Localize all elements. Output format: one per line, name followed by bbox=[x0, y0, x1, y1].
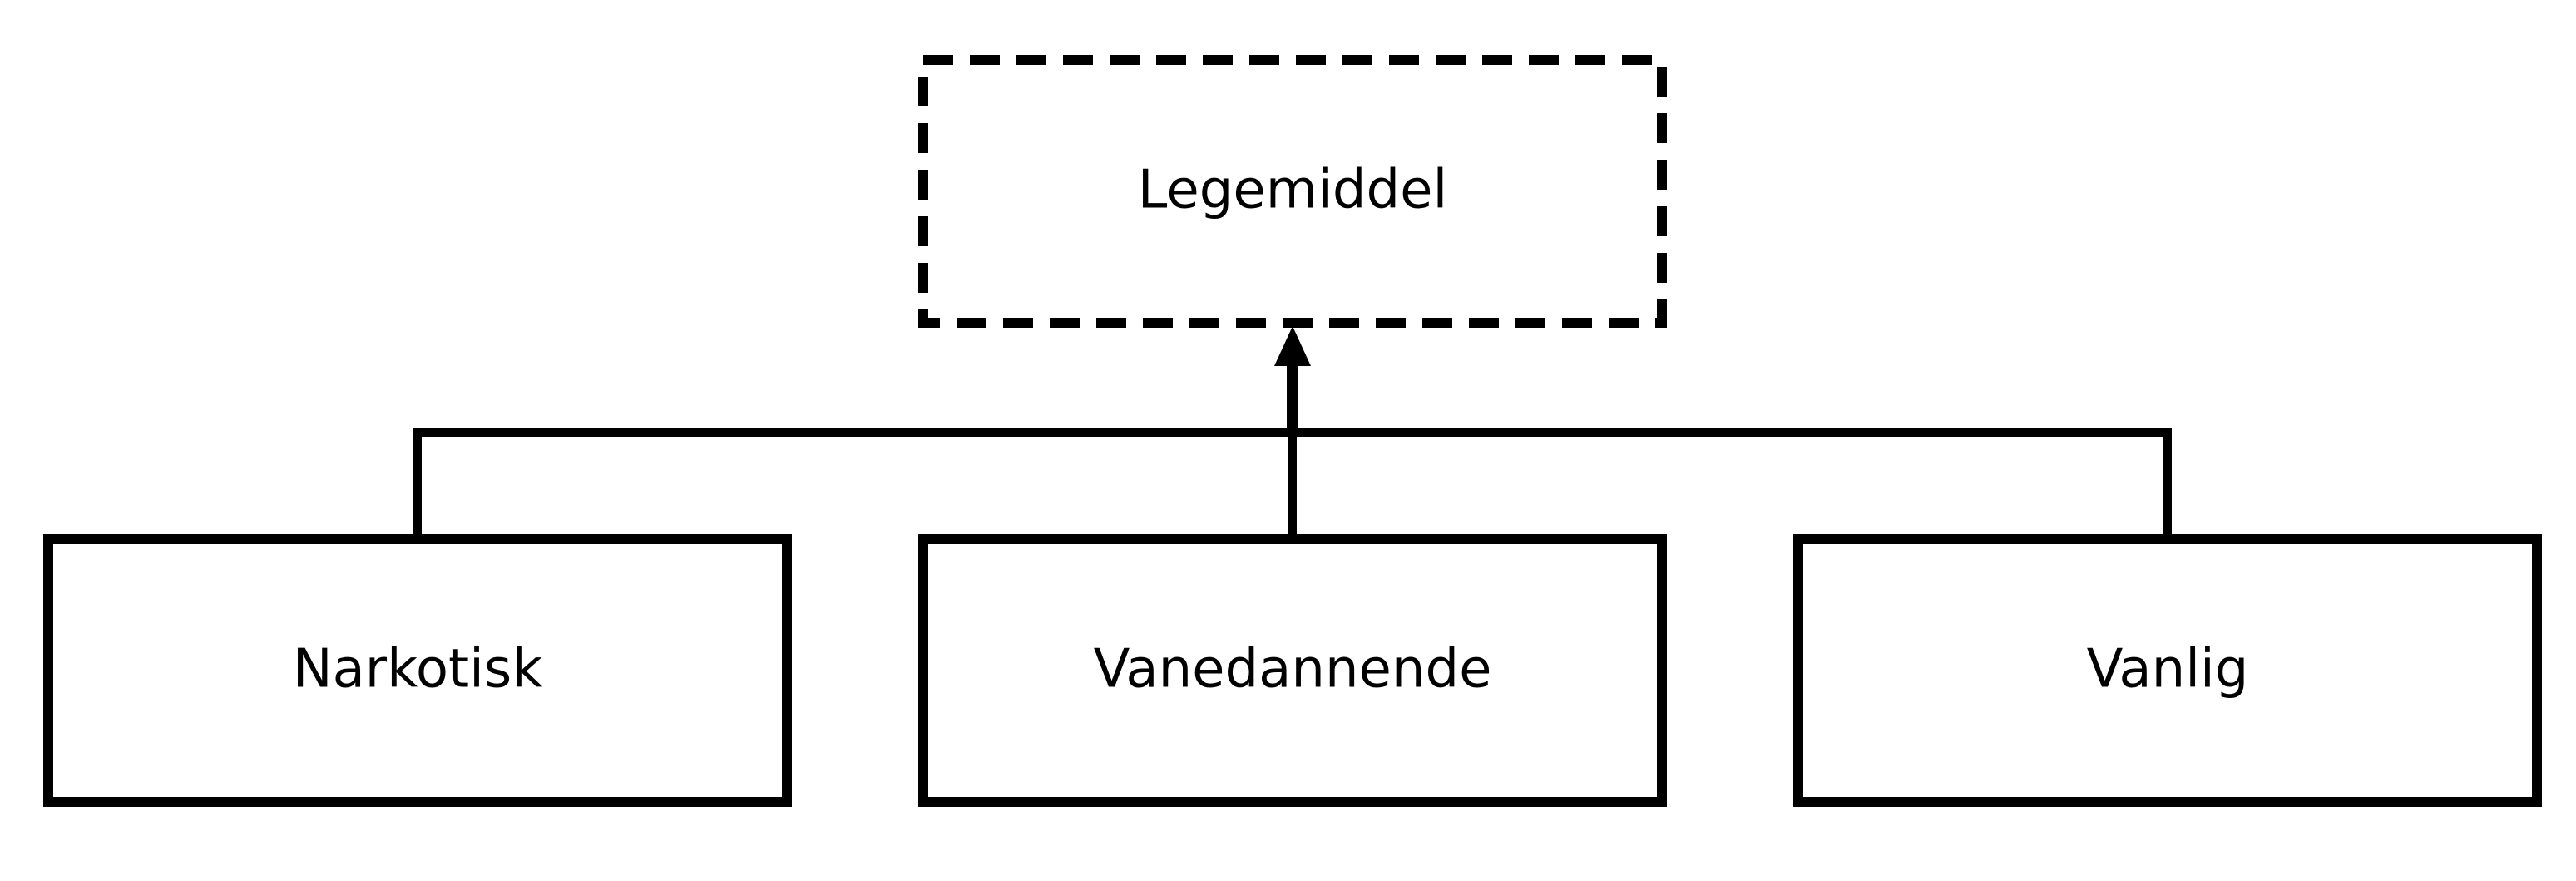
parent-label: Legemiddel bbox=[1138, 160, 1447, 221]
child-node-vanlig: Vanlig bbox=[1793, 534, 2542, 807]
child-node-narkotisk: Narkotisk bbox=[43, 534, 792, 807]
parent-node-legemiddel: Legemiddel bbox=[918, 55, 1667, 328]
inheritance-connectors bbox=[413, 366, 2172, 539]
child-box bbox=[43, 534, 792, 807]
child-box bbox=[1793, 534, 2542, 807]
child-node-vanedannende: Vanedannende bbox=[918, 534, 1667, 807]
child-box bbox=[918, 534, 1667, 807]
inheritance-arrowhead-icon bbox=[1274, 326, 1311, 366]
child-label: Vanedannende bbox=[1094, 639, 1492, 700]
child-label: Narkotisk bbox=[293, 639, 543, 700]
child-label: Vanlig bbox=[2087, 639, 2249, 700]
parent-box bbox=[918, 55, 1667, 328]
